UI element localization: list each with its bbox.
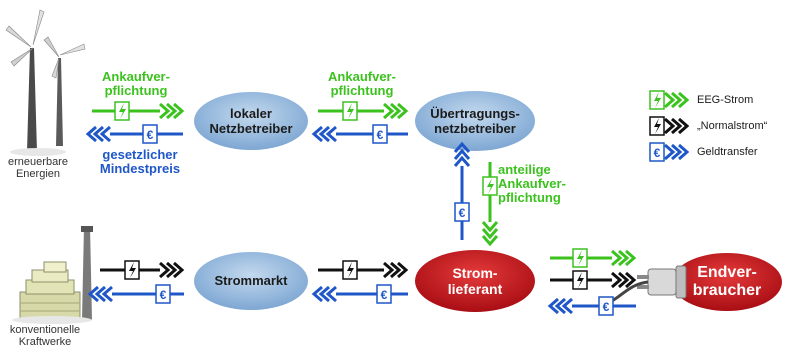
money-arrow [312, 124, 408, 144]
legend-normal-swatch [649, 116, 689, 136]
legend-eeg-swatch [649, 90, 689, 110]
renewables-caption: erneuerbare Energien [8, 156, 68, 180]
consumer-node [672, 253, 782, 311]
market-node [194, 252, 308, 310]
eeg-power-arrow [92, 101, 184, 121]
money-arrow [88, 284, 184, 304]
legend-money-label: Geldtransfer [697, 146, 758, 158]
money-arrow [548, 296, 636, 316]
money-arrow-up [453, 142, 471, 240]
power-plant-icon [12, 226, 93, 324]
local-operator-label: lokaler Netzbetreiber [209, 106, 293, 136]
eeg-power-arrow [550, 248, 636, 268]
supplier-label: Strom- lieferant [447, 265, 503, 297]
legend-normal-label: „Normalstrom“ [697, 120, 768, 132]
money-arrow [86, 124, 183, 144]
normal-power-arrow [550, 270, 636, 290]
proportional-obligation-label: anteilige Ankaufver- pflichtung [498, 162, 566, 205]
wind-turbine-icon [5, 9, 86, 156]
local-operator-node [194, 92, 308, 150]
eeg-power-arrow-down [481, 162, 499, 246]
eeg-power-arrow [318, 101, 408, 121]
transmission-operator-label: Übertragungs- netzbetreiber [430, 106, 520, 136]
supplier-node [415, 250, 535, 312]
market-label: Strommarkt [214, 273, 288, 288]
normal-power-arrow [318, 260, 408, 280]
legend-money-swatch [649, 142, 689, 162]
purchase-obligation-label-1: Ankaufver- pflichtung [102, 69, 170, 98]
consumer-label: Endver- braucher [692, 264, 762, 299]
normal-power-arrow [100, 260, 184, 280]
legend-eeg-label: EEG-Strom [697, 94, 754, 106]
purchase-obligation-label-2: Ankaufver- pflichtung [328, 69, 396, 98]
plug-icon [609, 265, 687, 304]
money-arrow [312, 284, 408, 304]
minimum-price-label: gesetzlicher Mindestpreis [99, 147, 181, 176]
conventional-caption: konventionelle Kraftwerke [9, 324, 81, 348]
transmission-operator-node [415, 91, 535, 151]
